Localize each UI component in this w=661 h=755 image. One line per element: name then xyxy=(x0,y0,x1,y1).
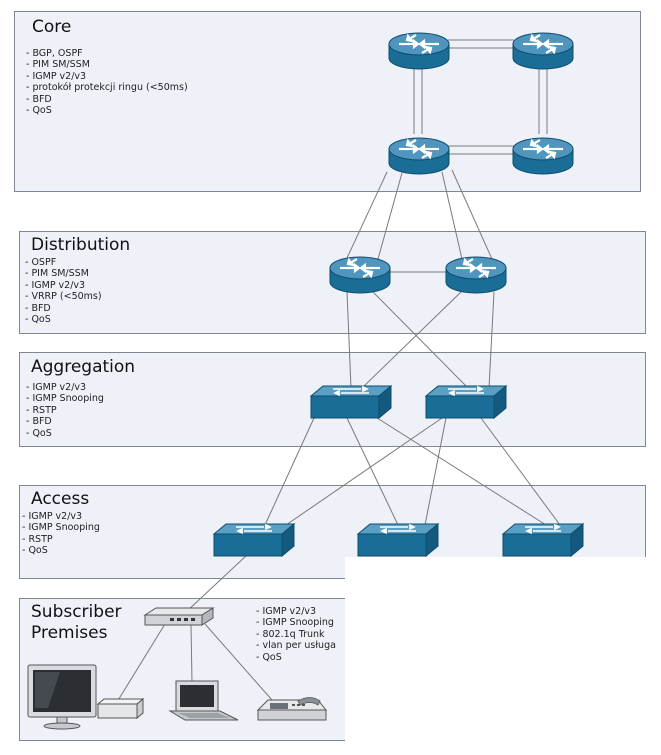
core-features: BGP, OSPF PIM SM/SSM IGMP v2/v3 protokół… xyxy=(26,48,188,116)
feature-item: IGMP v2/v3 xyxy=(25,280,102,291)
home-gateway-icon xyxy=(143,607,215,626)
feature-item: OSPF xyxy=(25,257,102,268)
switch-icon xyxy=(502,523,584,557)
feature-item: IGMP v2/v3 xyxy=(26,71,188,82)
feature-item: IGMP v2/v3 xyxy=(22,511,100,522)
router-icon xyxy=(511,31,575,71)
aggregation-title: Aggregation xyxy=(31,357,136,377)
feature-item: IGMP Snooping xyxy=(22,522,100,533)
switch-icon xyxy=(357,523,439,557)
feature-item: QoS xyxy=(26,428,104,439)
feature-item: IGMP Snooping xyxy=(256,617,336,628)
feature-item: 802.1q Trunk xyxy=(256,629,336,640)
feature-item: RSTP xyxy=(22,534,100,545)
feature-item: VRRP (<50ms) xyxy=(25,291,101,302)
subscriber-links xyxy=(116,554,273,703)
router-icon xyxy=(387,136,451,176)
feature-item: RSTP xyxy=(26,405,104,416)
feature-item: PIM SM/SSM xyxy=(25,268,102,279)
feature-item: IGMP Snooping xyxy=(26,393,104,404)
feature-item: BFD xyxy=(26,416,104,427)
access-title: Access xyxy=(31,489,90,509)
feature-item: IGMP v2/v3 xyxy=(26,382,104,393)
feature-item: QoS xyxy=(256,652,336,663)
feature-item: QoS xyxy=(26,105,188,116)
core-ring-links xyxy=(413,39,548,155)
feature-item: QoS xyxy=(22,545,100,556)
tv-monitor-icon xyxy=(27,664,97,730)
feature-item: protokół protekcji ringu (<50ms) xyxy=(26,82,187,93)
switch-icon xyxy=(213,523,295,557)
switch-icon xyxy=(425,385,507,419)
subscriber-features: IGMP v2/v3 IGMP Snooping 802.1q Trunk vl… xyxy=(256,606,336,663)
router-icon xyxy=(511,136,575,176)
feature-item: vlan per usługa xyxy=(256,640,335,651)
distribution-aggregation-links xyxy=(346,291,495,389)
distribution-title: Distribution xyxy=(31,235,131,255)
laptop-icon xyxy=(168,680,239,721)
feature-item: BFD xyxy=(26,94,188,105)
ip-phone-icon xyxy=(256,697,328,721)
feature-item: BFD xyxy=(25,303,102,314)
switch-icon xyxy=(310,385,392,419)
access-features: IGMP v2/v3 IGMP Snooping RSTP QoS xyxy=(22,511,100,557)
core-title: Core xyxy=(32,17,72,37)
subscriber-title-line1: Subscriber xyxy=(31,602,122,622)
aggregation-features: IGMP v2/v3 IGMP Snooping RSTP BFD QoS xyxy=(26,382,104,439)
router-icon xyxy=(444,255,508,295)
core-distribution-links xyxy=(346,169,493,273)
router-icon xyxy=(387,31,451,71)
feature-item: IGMP v2/v3 xyxy=(256,606,336,617)
cropped-area xyxy=(345,557,661,755)
distribution-features: OSPF PIM SM/SSM IGMP v2/v3 VRRP (<50ms) … xyxy=(25,257,102,325)
feature-item: PIM SM/SSM xyxy=(26,59,188,70)
feature-item: QoS xyxy=(25,314,102,325)
router-icon xyxy=(328,255,392,295)
subscriber-title-line2: Premises xyxy=(31,623,108,643)
feature-item: BGP, OSPF xyxy=(26,48,188,59)
aggregation-access-links xyxy=(264,415,561,526)
set-top-box-icon xyxy=(96,697,145,720)
